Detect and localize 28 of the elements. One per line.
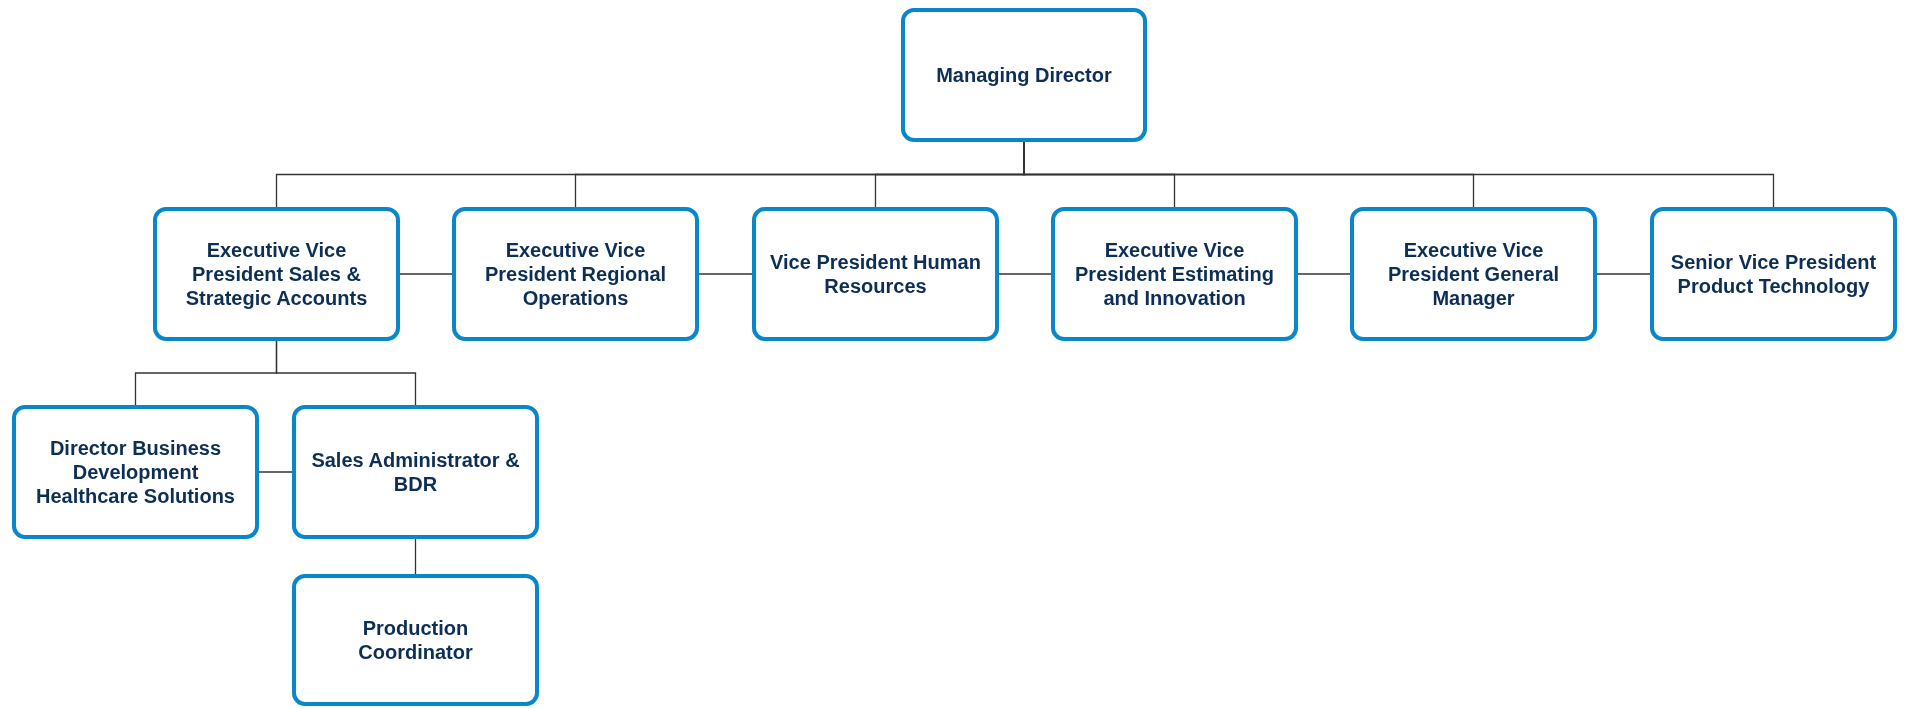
position-box [153,207,400,341]
position-box [452,207,699,341]
job-title: Executive Vice President Estimating and Innovation [1074,238,1275,310]
connector-line [1596,273,1651,275]
job-title: Sales Administrator & BDR [310,448,521,496]
job-title: Production Coordinator [357,616,474,664]
job-title: Executive Vice President General Manager [1386,238,1561,310]
connector-line [275,340,417,406]
job-title: Director Business Development Healthcare Solutions [35,436,236,508]
position-box [12,405,259,539]
job-title: Executive Vice President Regional Operations [483,238,668,310]
connector-line [1297,273,1351,275]
position-box [1350,207,1597,341]
connector-line [399,273,453,275]
connector-line [414,538,417,575]
job-title: Executive Vice President Sales & Strategic Accounts [184,238,369,310]
position-box [752,207,999,341]
job-title: Vice President Human Resources [770,250,981,298]
position-box [901,8,1147,142]
position-box [1051,207,1298,341]
connector-line [258,471,293,473]
connector-line [698,273,753,275]
job-title: Managing Director [936,63,1112,87]
job-title: Senior Vice President Product Technology [1669,250,1878,298]
position-box [1650,207,1897,341]
position-box [292,405,539,539]
position-box [292,574,539,706]
connector-line [998,273,1052,275]
